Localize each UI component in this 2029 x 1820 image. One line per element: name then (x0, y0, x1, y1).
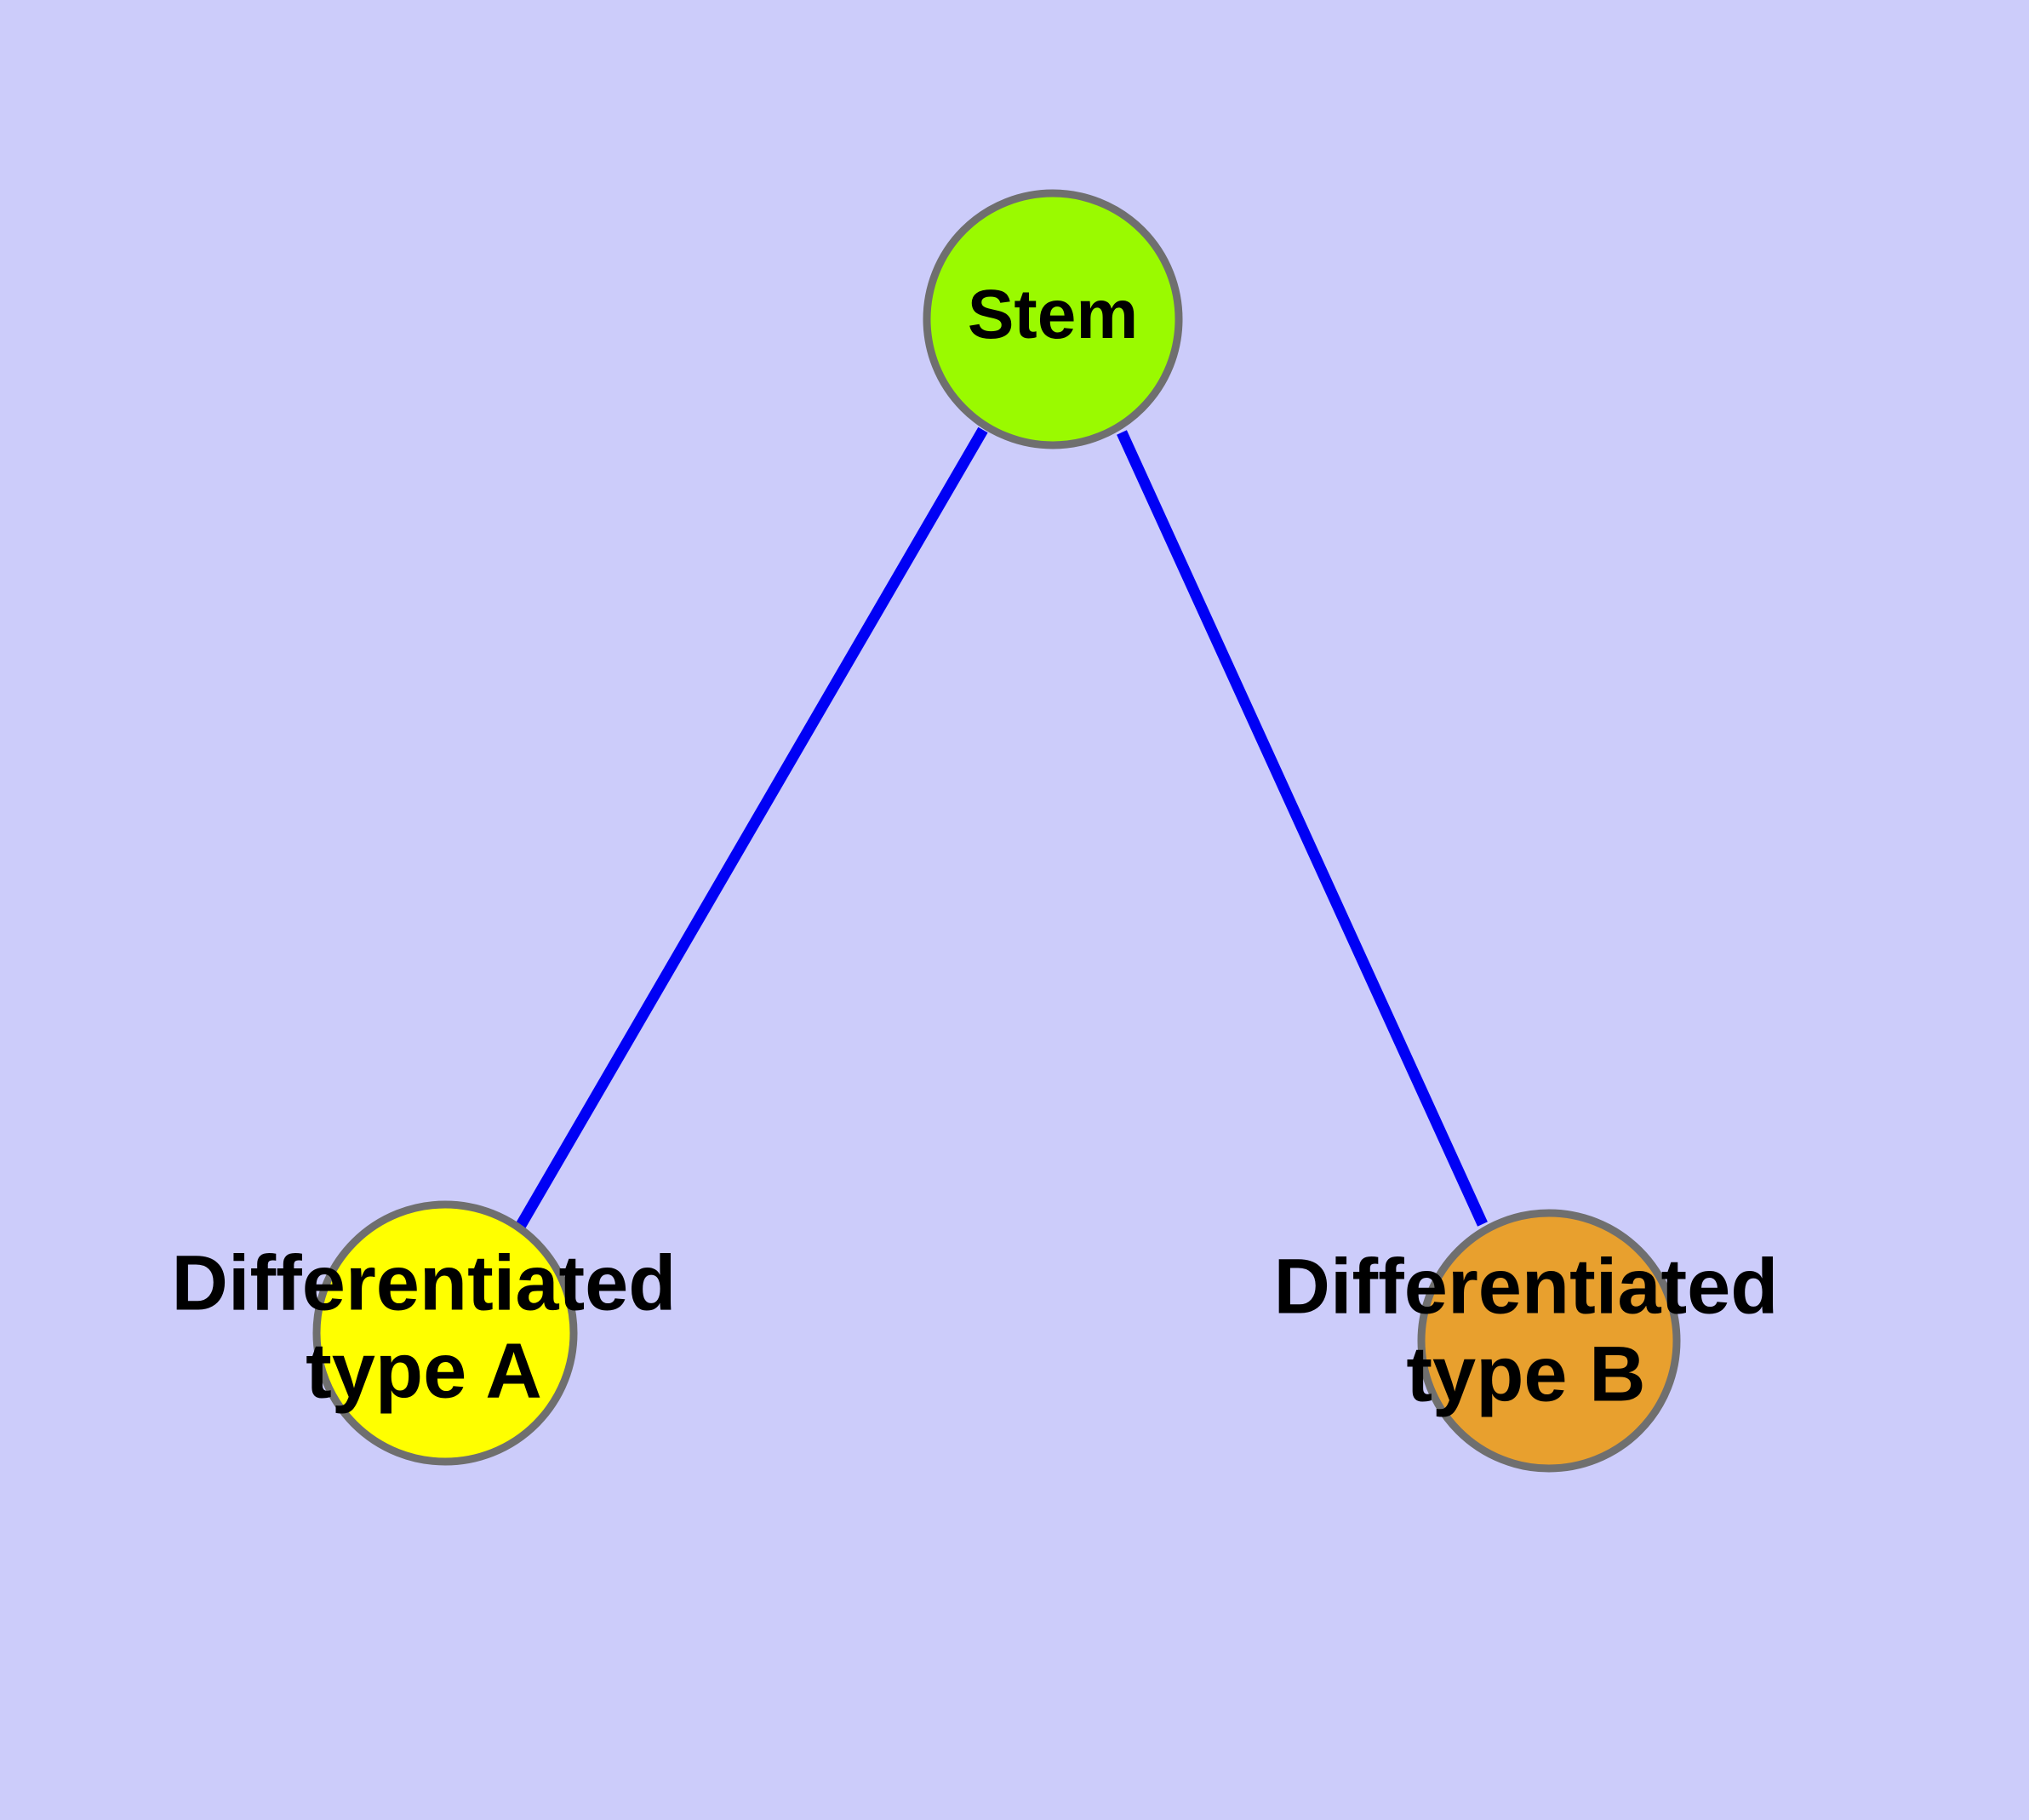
node-stem-circle[interactable] (923, 189, 1183, 449)
edge-stem-to-diff-a (515, 426, 988, 1230)
node-differentiated-type-b-circle[interactable] (1417, 1209, 1681, 1473)
edge-layer (515, 426, 1488, 1230)
node-differentiated-type-a-circle[interactable] (312, 1200, 578, 1466)
node-stem[interactable]: Stem (923, 189, 1183, 449)
node-stem-label: Stem (968, 276, 1139, 353)
edge-stem-to-diff-b (1117, 430, 1488, 1227)
